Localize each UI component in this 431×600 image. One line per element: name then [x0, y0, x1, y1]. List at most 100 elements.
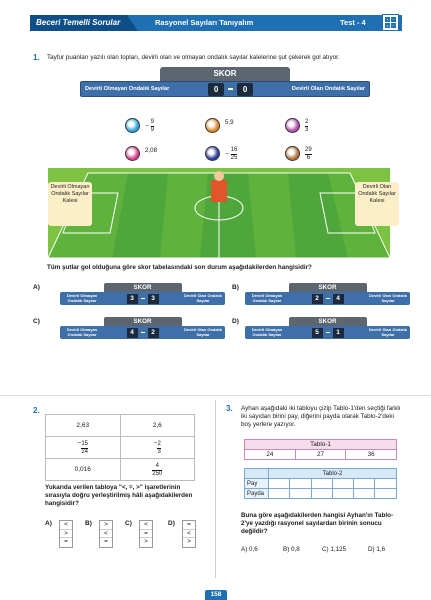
answer-option[interactable]: D) 1,6 [368, 546, 386, 553]
option-left-score: 4 [126, 327, 138, 338]
comparison-cell: 2,6 [119, 414, 196, 437]
table-2-row-label: Pay [244, 478, 269, 489]
sign-cell: = [64, 538, 68, 545]
scoreboard: SKOR Devirli Olmayan Ondalık Sayılar 0 0… [80, 67, 370, 97]
option-left-label: Devirli Olmayan Ondalık Sayılar [251, 327, 283, 337]
ball-value: 5,9 [225, 119, 234, 126]
option-right-label: Devirli Olan Ondalık Sayılar [368, 327, 407, 337]
soccer-field [48, 168, 390, 258]
option-right-label: Devirli Olan Ondalık Sayılar [183, 327, 222, 337]
answer-option[interactable]: B) 0,8 [283, 546, 300, 553]
soccer-ball-icon [205, 118, 220, 133]
option-left-score: 2 [311, 293, 323, 304]
option-left-score: 3 [126, 293, 138, 304]
table-2: Tablo-2 Pay Payda [244, 468, 397, 499]
question-1-prompt: Tüm şutlar gol olduğuna göre skor tabela… [47, 264, 312, 271]
option-label[interactable]: A) [45, 520, 52, 527]
section-divider [0, 395, 431, 396]
soccer-ball-icon [205, 146, 220, 161]
sign-cell: > [187, 538, 191, 545]
option-label[interactable]: B) [232, 284, 239, 291]
option-scoreboard-title: SKOR [288, 317, 367, 326]
comparison-cell: 2,63 [45, 414, 121, 437]
question-3-prompt: Buna göre aşağıdakilerden hangisi Ayhan'… [241, 512, 394, 535]
table-1-title: Tablo-1 [244, 439, 397, 450]
answer-option[interactable]: A) 0,6 [241, 546, 258, 553]
right-goal-sign: Devirli Olan Ondalık Sayılar Kalesi [355, 182, 399, 226]
sign-column[interactable]: <=> [139, 520, 153, 548]
option-left-score: 5 [311, 327, 323, 338]
option-label[interactable]: D) [168, 520, 175, 527]
header-title: Rasyonel Sayıları Tanıyalım [155, 18, 254, 27]
option-label[interactable]: D) [232, 318, 239, 325]
header-test-number: Test - 4 [340, 18, 366, 27]
sign-cell: < [140, 521, 152, 530]
table-1-cell: 36 [345, 449, 397, 460]
sign-column[interactable]: =<> [182, 520, 196, 548]
page-number: 158 [205, 590, 227, 600]
comparison-cell: 0,016 [45, 458, 121, 481]
score-separator [228, 88, 234, 90]
sign-cell: < [100, 530, 112, 538]
option-right-label: Devirli Olan Ondalık Sayılar [368, 293, 407, 303]
scoreboard-title: SKOR [160, 67, 290, 81]
option-right-score: 1 [332, 327, 344, 338]
option-right-label: Devirli Olan Ondalık Sayılar [183, 293, 222, 303]
question-2-number: 2. [33, 406, 40, 415]
table-1-cell: 24 [244, 449, 296, 460]
question-3-text: Ayhan aşağıdaki iki tabloyu çizip Tablo-… [241, 405, 401, 428]
soccer-ball-icon [125, 146, 140, 161]
option-left-label: Devirli Olmayan Ondalık Sayılar [251, 293, 283, 303]
scoreboard-right-score: 0 [237, 82, 254, 96]
sign-cell: = [183, 521, 195, 530]
table-1: Tablo-1 24 27 36 [244, 439, 397, 460]
question-1-text: Tayfur puanları yazılı olan topları, dev… [47, 54, 340, 61]
soccer-ball-icon [285, 118, 300, 133]
sign-cell: = [104, 538, 108, 545]
player [211, 180, 227, 202]
option-right-score: 2 [147, 327, 159, 338]
soccer-ball-icon [285, 146, 300, 161]
option-left-label: Devirli Olmayan Ondalık Sayılar [66, 327, 98, 337]
question-2-text: Yukarıda verilen tabloya "<, =, >" işare… [45, 484, 193, 507]
scoreboard-right-label: Devirli Olan Ondalık Sayılar [291, 86, 365, 92]
table-2-title: Tablo-2 [268, 468, 397, 479]
option-scoreboard-title: SKOR [103, 283, 182, 292]
option-right-score: 4 [332, 293, 344, 304]
table-1-cell: 27 [294, 449, 347, 460]
question-3-number: 3. [226, 404, 233, 413]
option-scoreboard-title: SKOR [103, 317, 182, 326]
column-divider [215, 400, 216, 578]
question-1-number: 1. [33, 53, 40, 62]
option-right-score: 3 [147, 293, 159, 304]
option-label[interactable]: B) [85, 520, 92, 527]
soccer-ball-icon [125, 118, 140, 133]
option-label[interactable]: C) [125, 520, 132, 527]
option-label[interactable]: C) [33, 318, 40, 325]
sign-column[interactable]: <>= [59, 520, 73, 548]
table-2-row-label: Payda [244, 488, 269, 499]
header-series: Beceri Temelli Sorular [30, 15, 138, 31]
page-header: Beceri Temelli Sorular Rasyonel Sayıları… [0, 0, 431, 31]
sign-cell: > [60, 530, 72, 538]
option-scoreboard-title: SKOR [288, 283, 367, 292]
sign-column[interactable]: ><= [99, 520, 113, 548]
option-left-label: Devirli Olmayan Ondalık Sayılar [66, 293, 98, 303]
option-label[interactable]: A) [33, 284, 40, 291]
answer-option[interactable]: C) 1,125 [322, 546, 347, 553]
ball-value: 2,08 [145, 147, 158, 154]
left-goal-sign: Devirli Olmayan Ondalık Sayılar Kalesi [48, 182, 92, 226]
sign-cell: < [60, 521, 72, 530]
scoreboard-row: Devirli Olmayan Ondalık Sayılar 0 0 Devi… [80, 81, 370, 97]
sign-cell: > [100, 521, 112, 530]
